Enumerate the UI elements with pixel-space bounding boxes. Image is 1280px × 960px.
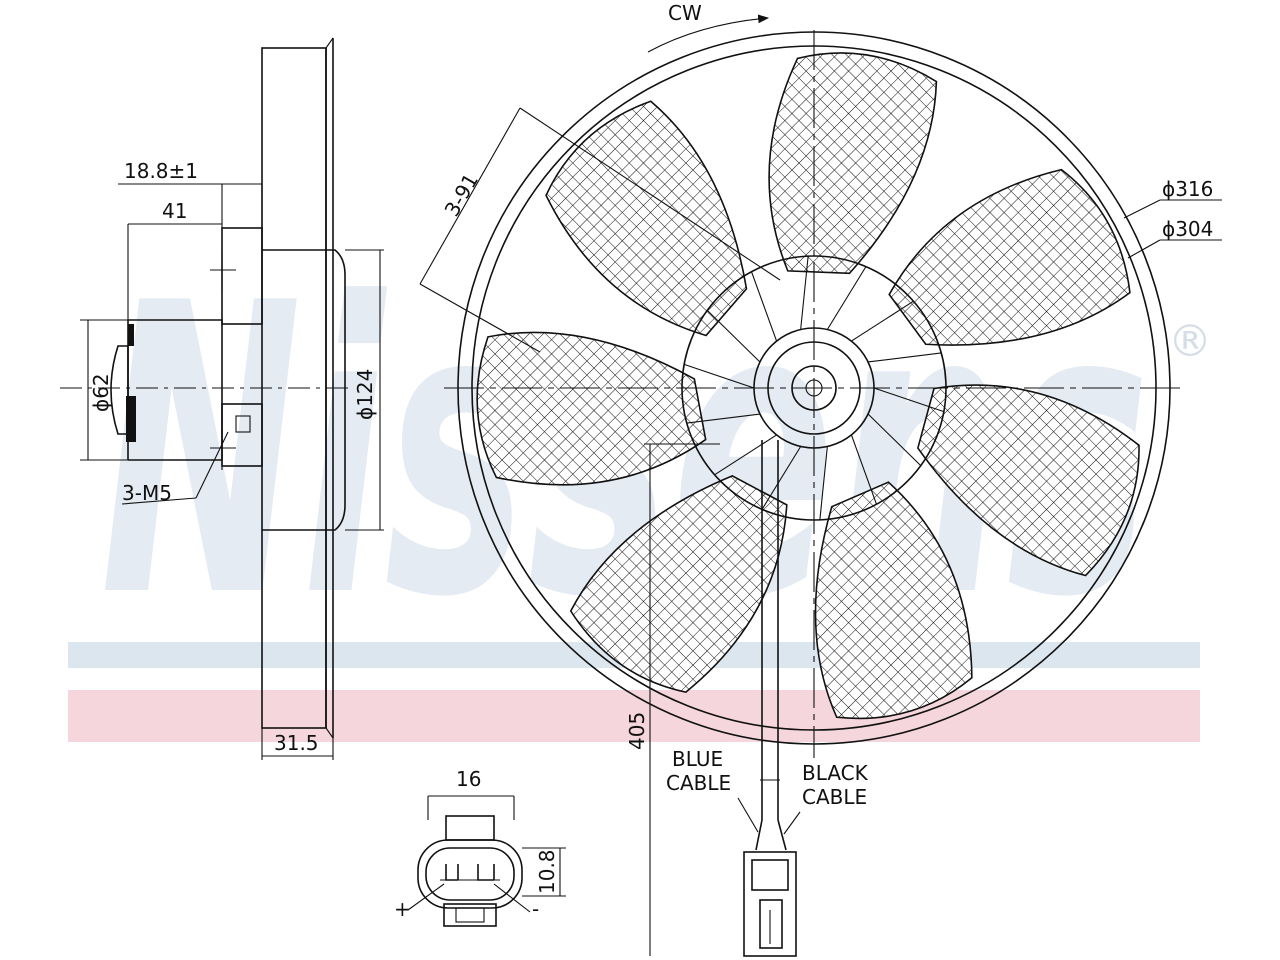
label-rotation: CW <box>668 1 702 25</box>
hub-rib <box>851 300 914 342</box>
connector-detail: 16 10.8 + - <box>394 767 566 927</box>
dim-connector-width: 16 <box>456 767 481 791</box>
fan-blade <box>888 168 1131 346</box>
label-minus: - <box>532 897 539 921</box>
dim-offset: 18.8±1 <box>124 159 198 183</box>
fan-blade-icon <box>476 52 1140 720</box>
hub-rib <box>761 446 802 510</box>
hub-rib <box>867 413 922 467</box>
fan-blade <box>476 331 707 486</box>
dim-depth: 31.5 <box>274 731 319 755</box>
label-outer-diameter: ϕ316 <box>1162 177 1213 201</box>
dim-41: 41 <box>162 199 187 223</box>
hub-rib <box>873 387 945 413</box>
dim-diameter-62: ϕ62 <box>89 373 113 412</box>
hub-rib <box>850 434 878 505</box>
hub-rib <box>683 363 755 389</box>
hub-rib <box>819 446 828 520</box>
label-plus: + <box>394 897 411 921</box>
hub-rib <box>706 309 761 363</box>
fan-blade <box>569 475 788 693</box>
fan-blade <box>768 52 938 275</box>
hub-rib <box>800 256 809 330</box>
label-black-cable-1: BLACK <box>802 761 869 785</box>
rotation-arrow-icon <box>647 14 770 53</box>
fan-blade <box>917 384 1140 577</box>
label-black-cable-2: CABLE <box>802 785 867 809</box>
hub-rib <box>826 266 867 330</box>
fan-blade <box>814 481 973 720</box>
registered-mark: ® <box>1168 316 1212 367</box>
dim-diameter-124: ϕ124 <box>353 369 377 420</box>
hub-rib <box>686 413 761 424</box>
label-blade-diameter: ϕ304 <box>1162 217 1213 241</box>
watermark-stripe-pink <box>68 690 1200 742</box>
label-mount-thread: 3-M5 <box>122 481 172 505</box>
hub-rib <box>750 271 778 342</box>
hub-rib <box>714 434 777 476</box>
front-view: CW 3-91 ϕ316 ϕ304 405 BLUE CABLE <box>419 1 1222 957</box>
fan-blade <box>545 100 748 337</box>
dim-connector-height: 10.8 <box>535 849 559 894</box>
side-view: 18.8±1 41 ϕ62 ϕ124 3-M5 31.5 <box>60 37 384 760</box>
connector-icon <box>743 851 797 957</box>
dim-cable-length: 405 <box>625 712 649 750</box>
label-blue-cable-2: CABLE <box>666 771 731 795</box>
hub-rib <box>867 352 942 363</box>
label-blue-cable-1: BLUE <box>672 747 723 771</box>
hub-ribs <box>683 256 945 520</box>
label-blade-count: 3-91 <box>440 169 483 220</box>
